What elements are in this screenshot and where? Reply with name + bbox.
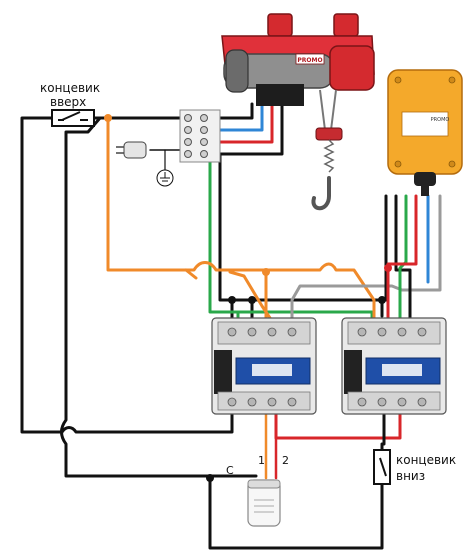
contactor-left-side (214, 350, 232, 394)
plug-body (123, 141, 147, 159)
hoist-spring (323, 139, 335, 173)
pendant-brand-text: PROMO (431, 117, 450, 123)
limit-switch-up-body (51, 109, 95, 127)
capacitor-terminal-2-label: 2 (282, 454, 289, 467)
capacitor-common-label: С (226, 464, 234, 477)
contactor-right (341, 317, 447, 415)
wire-green-terminal-down (208, 158, 240, 320)
limit-down-label-line1: концевик (396, 453, 456, 467)
capacitor-cap (247, 479, 281, 489)
ground-symbol (156, 169, 174, 187)
wire-black-limit-down (380, 404, 386, 452)
limit-switch-up (51, 109, 95, 127)
wire-red-cap-2 (274, 404, 402, 440)
contactor-right-top-bar (347, 321, 441, 345)
hoist-brand-plate (295, 53, 325, 65)
junction-black-bus-3 (378, 296, 386, 304)
pendant-cable-gland (414, 172, 436, 186)
limit-up-label-line1: концевик (40, 81, 100, 95)
electric-hoist: PROMO (221, 13, 375, 211)
limit-switch-down-contact (379, 457, 387, 477)
wire-pendant-red (386, 194, 418, 320)
wire-pendant-green (398, 194, 408, 320)
wire-black-hoist (212, 102, 254, 120)
contactor-right-side (344, 350, 362, 394)
hoist-brand-text: PROMO (297, 57, 322, 64)
hoist-pulley-block (315, 127, 343, 141)
pendant-control: PROMO (387, 69, 463, 196)
capacitor-terminal-1-label: 1 (258, 454, 265, 467)
wire-pendant-black-2 (394, 194, 412, 320)
terminal-block (179, 109, 221, 163)
wire-black-terminal-down (218, 154, 234, 320)
limit-switch-down (373, 449, 391, 485)
contactor-left-top-bar (217, 321, 311, 345)
pendant-plate (401, 111, 449, 137)
contactor-left (211, 317, 317, 415)
junction-black-bus-2 (248, 296, 256, 304)
hoist-top-hook-left (267, 13, 293, 37)
junction-black-cap (206, 474, 214, 482)
contactor-left-bottom-bar (217, 391, 311, 411)
hoist-switchbox (256, 84, 304, 106)
junction-orange (104, 114, 112, 122)
hoist-gearbox (329, 45, 375, 91)
wire-black-common-loop (60, 116, 258, 478)
capacitor (247, 479, 281, 527)
limit-up-label-line2: вверх (50, 95, 86, 109)
hoist-top-hook-right (333, 13, 359, 37)
contactor-right-bottom-bar (347, 391, 441, 411)
contactor-right-window (382, 364, 422, 376)
limit-switch-up-contact (61, 111, 81, 121)
wire-red-hoist (212, 102, 274, 144)
junction-orange-2 (262, 268, 270, 276)
limit-down-label-line2: вниз (396, 469, 425, 483)
wire-orange (106, 116, 376, 342)
junctions (104, 114, 392, 482)
wire-grey (290, 194, 442, 320)
contactor-right-screws (357, 327, 427, 407)
wire-blue-hoist (212, 102, 264, 132)
contactor-left-window (252, 364, 292, 376)
hoist-motor-cap (225, 49, 249, 93)
junction-red (384, 264, 392, 272)
hoist-hook (311, 176, 331, 211)
wire-black-left-loop (20, 116, 234, 434)
mains-plug (116, 141, 147, 159)
wire-black-hoist-2 (212, 102, 284, 156)
wire-black-capacitor-bottom (208, 476, 384, 550)
wire-green-bus (236, 310, 374, 320)
contactor-left-screws (227, 327, 297, 407)
terminal-screws (184, 114, 208, 158)
junction-black-bus (228, 296, 236, 304)
pendant-screws (394, 76, 456, 168)
